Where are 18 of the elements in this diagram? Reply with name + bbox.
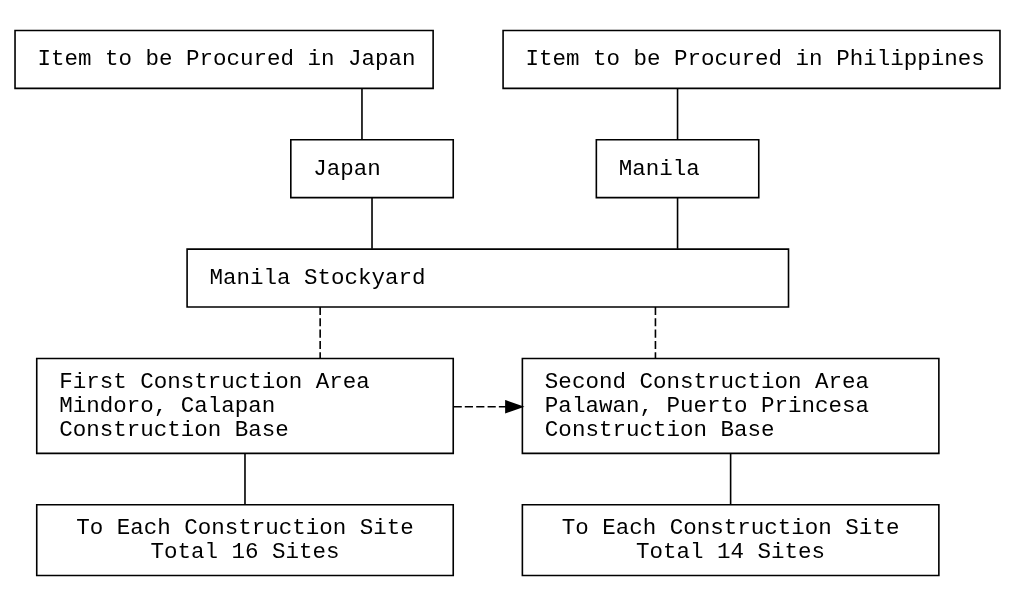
node-box: Manila: [595, 138, 760, 198]
node-box: Japan: [290, 138, 455, 198]
node-box: To Each Construction Site Total 16 Sites: [35, 503, 455, 576]
connector: [319, 305, 321, 359]
connector: [654, 305, 657, 359]
connector: [244, 452, 246, 505]
connector: [729, 452, 732, 505]
node-box: To Each Construction Site Total 14 Sites: [521, 503, 940, 576]
arrow: [452, 399, 525, 413]
node-box: Manila Stockyard: [186, 247, 790, 308]
node-box: Second Construction Area Palawan, Puerto Princesa Construction Base: [521, 357, 940, 454]
connector: [676, 196, 679, 249]
node-box: Item to be Procured in Japan: [14, 29, 434, 89]
connector: [371, 196, 373, 249]
node-box: Item to be Procured in Philippines: [502, 29, 1001, 89]
connector: [676, 87, 679, 140]
node-box: First Construction Area Mindoro, Calapan Construction Base: [35, 357, 455, 454]
connector: [361, 87, 363, 140]
